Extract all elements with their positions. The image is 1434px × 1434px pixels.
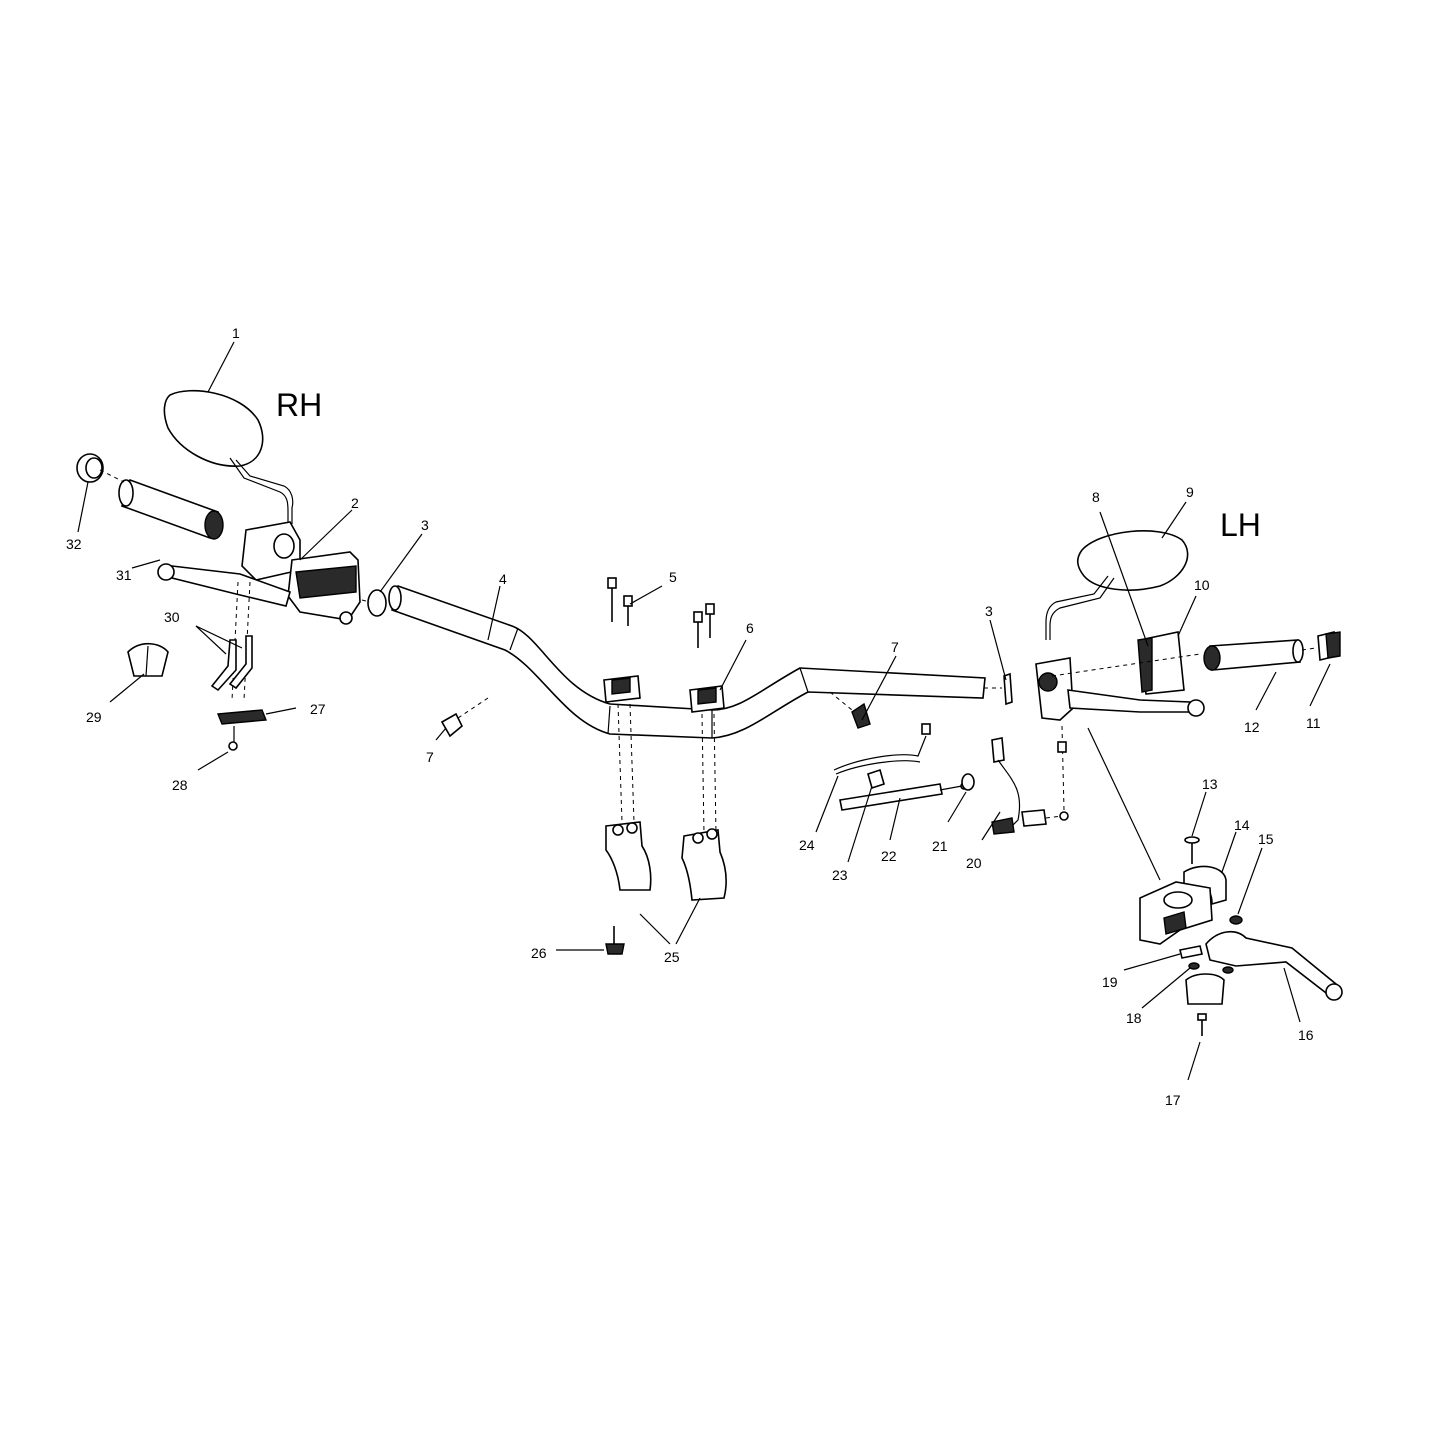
lh-switch-housing	[1137, 631, 1185, 695]
clamp-bolts-5	[607, 577, 715, 648]
callout-28: 28	[172, 777, 188, 793]
callout-1: 1	[232, 325, 240, 341]
callout-23: 23	[832, 867, 848, 883]
callout-7-right: 7	[426, 749, 434, 765]
washer-15	[1229, 915, 1243, 925]
rh-screw	[228, 726, 238, 751]
rh-clamp-half	[127, 642, 169, 677]
lh-side-label: LH	[1220, 507, 1261, 543]
rh-bolts	[210, 635, 253, 692]
spacer-19	[1179, 945, 1234, 974]
lh-mirror	[1045, 530, 1189, 640]
callout-10: 10	[1194, 577, 1210, 593]
callout-15: 15	[1258, 831, 1274, 847]
rh-mirror	[163, 389, 294, 524]
callout-26: 26	[531, 945, 547, 961]
callout-6: 6	[746, 620, 754, 636]
handlebar	[388, 584, 986, 739]
clamp-18	[1185, 962, 1225, 1005]
callout-25: 25	[664, 949, 680, 965]
callout-19: 19	[1102, 974, 1118, 990]
rh-side-label: RH	[276, 387, 322, 423]
callout-16: 16	[1298, 1027, 1314, 1043]
lh-end-cap	[1317, 630, 1341, 662]
upper-clamps-6	[603, 675, 725, 713]
rh-master-cylinder	[241, 521, 361, 625]
callout-11: 11	[1306, 715, 1321, 731]
riser-bolt-26	[605, 926, 625, 955]
callout-3-lh: 3	[985, 603, 993, 619]
cable-22	[839, 782, 968, 811]
cable-24	[833, 723, 931, 775]
detail-leader	[1087, 727, 1161, 881]
leader-lines	[77, 341, 1331, 1081]
callout-9: 9	[1186, 484, 1194, 500]
screw-17	[1197, 1013, 1207, 1036]
callout-20: 20	[966, 855, 982, 871]
callout-17: 17	[1165, 1092, 1181, 1108]
callout-18: 18	[1126, 1010, 1142, 1026]
perch-body	[1139, 881, 1213, 945]
callout-31: 31	[116, 567, 132, 583]
bar-end-plug-right	[440, 697, 489, 738]
lever-16	[1205, 931, 1343, 1001]
sleeve-23	[867, 768, 885, 790]
callout-5: 5	[669, 569, 677, 585]
bar-end-plug-left	[829, 691, 871, 729]
callout-29: 29	[86, 709, 102, 725]
rh-plate	[217, 709, 267, 725]
rh-grip	[118, 478, 224, 540]
switch-plug	[1021, 725, 1069, 827]
callout-4: 4	[499, 571, 507, 587]
callout-27: 27	[310, 701, 326, 717]
callout-30: 30	[164, 609, 180, 625]
risers-25	[605, 821, 727, 901]
callout-2: 2	[351, 495, 359, 511]
callout-7-left: 7	[891, 639, 899, 655]
callout-24: 24	[799, 837, 815, 853]
lh-clip	[1003, 672, 1013, 706]
rh-brake-lever	[157, 563, 291, 607]
callout-8: 8	[1092, 489, 1100, 505]
callout-12: 12	[1244, 719, 1260, 735]
rh-end-cap	[76, 453, 104, 483]
callout-32: 32	[66, 536, 82, 552]
clutch-switch-20	[991, 737, 1021, 835]
lh-grip	[1203, 639, 1304, 671]
callout-13: 13	[1202, 776, 1218, 792]
callout-numbers: 1 2 3 4 5 6 7 7 3 8 9 10 11 12 13 14 15 …	[66, 325, 1321, 1108]
callout-14: 14	[1234, 817, 1250, 833]
perch-screw-13	[1184, 836, 1200, 864]
callout-3-rh: 3	[421, 517, 429, 533]
rh-clip	[367, 589, 387, 617]
callout-22: 22	[881, 848, 897, 864]
callout-21: 21	[932, 838, 948, 854]
ferrule-21	[961, 773, 975, 791]
